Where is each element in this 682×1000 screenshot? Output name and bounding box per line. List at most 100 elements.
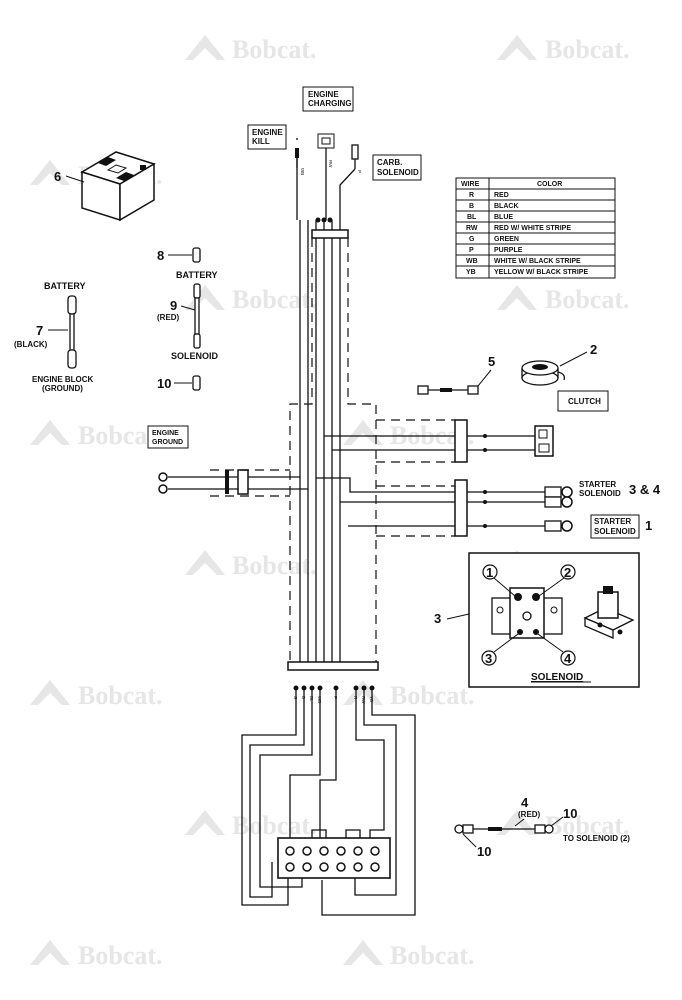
- watermark-text: Bobcat.: [232, 551, 317, 580]
- watermark-logo: Bobcat.: [30, 940, 163, 970]
- svg-text:P: P: [469, 247, 474, 254]
- svg-text:RW: RW: [466, 225, 478, 232]
- callout-5: 5: [488, 354, 495, 369]
- watermark-logo: Bobcat.: [30, 420, 163, 450]
- watermark-text: Bobcat.: [232, 285, 317, 314]
- callout-6: 6: [54, 169, 61, 184]
- engine-ground-label: ENGINE: [152, 430, 179, 437]
- callout-1: 1: [645, 518, 652, 533]
- starter-solenoid-label-2: SOLENOID: [579, 489, 621, 498]
- svg-text:GREEN: GREEN: [494, 236, 519, 243]
- table-row: WB WHITE W/ BLACK STRIPE: [466, 258, 581, 265]
- top-wire-codes: WB RW P: [300, 160, 362, 175]
- solenoid-3d-icon: [583, 586, 635, 639]
- watermark-logo: Bobcat.: [497, 285, 630, 314]
- battery-label-top: BATTERY: [176, 270, 218, 280]
- watermark-text: Bobcat.: [545, 35, 630, 64]
- solenoid-front-icon: [491, 587, 563, 639]
- svg-text:RED: RED: [494, 192, 509, 199]
- solenoid-detail-label: SOLENOID: [531, 672, 583, 683]
- table-row: P PURPLE: [469, 247, 523, 254]
- callout-9: 9: [170, 298, 177, 313]
- table-row: BL BLUE: [467, 214, 513, 221]
- carb-solenoid-connector: [339, 144, 359, 220]
- svg-text:B: B: [469, 203, 474, 210]
- red-label: (RED): [157, 313, 180, 322]
- table-header-color: COLOR: [537, 181, 562, 188]
- callout-10: 10: [157, 376, 171, 391]
- clutch-label: CLUTCH: [568, 397, 601, 406]
- svg-text:ENGINE: ENGINE: [308, 90, 339, 99]
- ground-cable-icon: [67, 295, 77, 369]
- to-solenoid-label: TO SOLENOID (2): [563, 834, 630, 843]
- table-row: R RED: [469, 192, 509, 199]
- engine-charging-label: ENGINE CHARGING: [302, 86, 354, 112]
- clutch-icon: [521, 360, 559, 386]
- engine-charging-connector: [317, 133, 335, 220]
- watermark-logo: Bobcat.: [497, 810, 630, 840]
- table-row: RW RED W/ WHITE STRIPE: [466, 225, 571, 232]
- terminal-10-icon: [192, 375, 201, 391]
- svg-text:R: R: [469, 192, 474, 199]
- callout-7: 7: [36, 323, 43, 338]
- svg-text:ENGINE: ENGINE: [252, 128, 283, 137]
- carb-solenoid-label: CARB. SOLENOID: [372, 154, 422, 181]
- callout-10-left: 10: [477, 844, 491, 859]
- callout-2: 2: [590, 342, 597, 357]
- clutch-harness-icon: [417, 385, 479, 395]
- svg-text:RED W/ WHITE STRIPE: RED W/ WHITE STRIPE: [494, 225, 571, 232]
- engine-block-label: ENGINE BLOCK: [32, 375, 94, 384]
- watermark-text: Bobcat.: [78, 681, 163, 710]
- wire-connector-icon: [277, 829, 391, 879]
- red-small-label: (RED): [518, 810, 541, 819]
- svg-text:P: P: [357, 170, 362, 173]
- watermark-logo: Bobcat.: [185, 550, 317, 580]
- watermark-logo: Bobcat.: [30, 680, 163, 710]
- red-cable-icon: [454, 824, 554, 834]
- battery-solenoid-cable-icon: [193, 283, 201, 349]
- callout-3: 3: [434, 611, 441, 626]
- svg-text:CHARGING: CHARGING: [308, 99, 352, 108]
- bottom-wire-codes: G B BL WB P R RW YB: [293, 696, 374, 704]
- wire-color-table: WIRE COLOR R RED B BLACK BL BLUE RW RED W/ W…: [455, 177, 616, 279]
- svg-text:RW: RW: [328, 160, 333, 168]
- svg-text:WHITE W/ BLACK STRIPE: WHITE W/ BLACK STRIPE: [494, 258, 581, 265]
- solenoid-detail: 3 1 2 3 4: [434, 552, 640, 688]
- engine-kill-connector: [295, 138, 299, 220]
- svg-text:WB: WB: [466, 258, 478, 265]
- black-label: (BLACK): [14, 340, 48, 349]
- table-header-wire: WIRE: [461, 181, 480, 188]
- svg-text:BLUE: BLUE: [494, 214, 513, 221]
- terminal-callout-4: 4: [564, 651, 572, 666]
- terminal-callout-3: 3: [485, 651, 492, 666]
- svg-text:CARB.: CARB.: [377, 158, 402, 167]
- svg-text:KILL: KILL: [252, 137, 270, 146]
- watermark-logo: Bobcat.: [343, 680, 475, 710]
- terminal-callout-1: 1: [486, 565, 493, 580]
- terminal-8-icon: [192, 247, 201, 263]
- svg-text:YB: YB: [466, 269, 476, 276]
- engine-kill-label: ENGINE KILL: [247, 124, 287, 150]
- watermark-text: Bobcat.: [232, 35, 317, 64]
- watermark-text: Bobcat.: [545, 811, 630, 840]
- engine-ground-label-2: GROUND: [152, 439, 183, 446]
- svg-text:PURPLE: PURPLE: [494, 247, 523, 254]
- lower-harness-loops: [241, 690, 416, 916]
- solenoid-cable-label: SOLENOID: [171, 351, 219, 361]
- callout-3-and-4: 3 & 4: [629, 482, 661, 497]
- battery-icon: [80, 151, 156, 222]
- watermark-logo: Bobcat.: [185, 810, 317, 840]
- svg-text:BLACK: BLACK: [494, 203, 519, 210]
- svg-text:WB: WB: [300, 168, 305, 175]
- watermark-logo: Bobcat.: [185, 285, 317, 314]
- watermark-logo: Bobcat.: [343, 940, 475, 970]
- battery-label-left: BATTERY: [44, 281, 86, 291]
- starter-solenoid-box-label-2: SOLENOID: [594, 527, 636, 536]
- svg-text:BL: BL: [467, 214, 477, 221]
- callout-10-right: 10: [563, 806, 577, 821]
- watermark-text: Bobcat.: [78, 941, 163, 970]
- starter-solenoid-label: STARTER: [579, 480, 616, 489]
- watermark-logo: Bobcat.: [185, 35, 317, 64]
